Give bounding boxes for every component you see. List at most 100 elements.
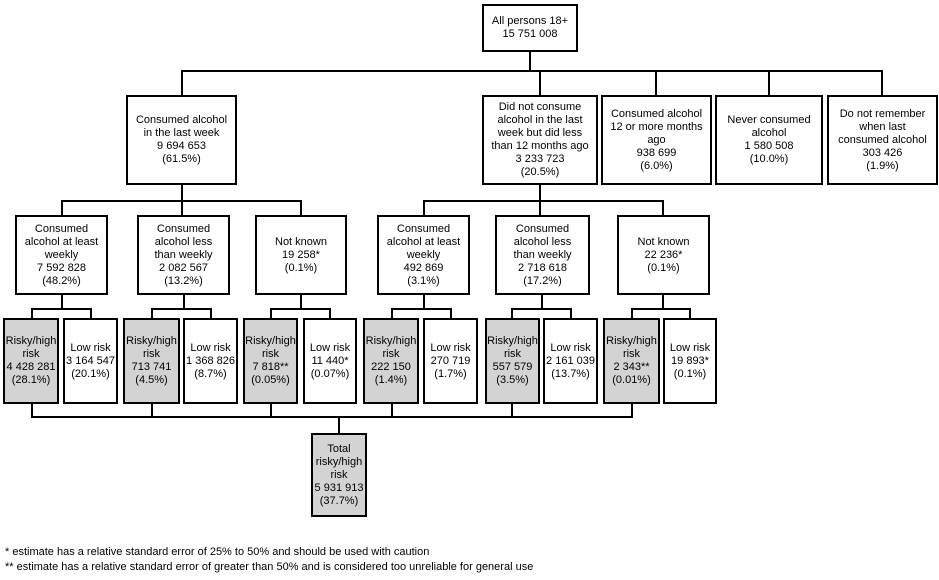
connector bbox=[329, 308, 331, 318]
node-value: 1 368 826 bbox=[186, 354, 235, 367]
node-less-than-weekly-a: Consumed alcohol less than weekly 2 082 … bbox=[137, 215, 230, 295]
connector bbox=[31, 416, 633, 418]
connector bbox=[631, 404, 633, 416]
connector bbox=[391, 308, 393, 318]
node-percent: (17.2%) bbox=[523, 274, 562, 287]
node-percent: (0.1%) bbox=[647, 261, 680, 274]
node-percent: (6.0%) bbox=[640, 159, 673, 172]
connector bbox=[183, 295, 185, 308]
node-value: 2 718 618 bbox=[518, 261, 567, 274]
node-low-risk-1: Low risk 3 164 547 (20.1%) bbox=[63, 318, 118, 404]
connector bbox=[151, 404, 153, 416]
node-percent: (0.07%) bbox=[310, 367, 350, 380]
node-value: 9 694 653 bbox=[157, 140, 206, 152]
connector bbox=[31, 404, 33, 416]
connector bbox=[61, 200, 63, 215]
node-value: 3 164 547 bbox=[66, 354, 115, 367]
node-value: 19 893* bbox=[671, 354, 709, 367]
node-value: 5 931 913 bbox=[314, 481, 364, 494]
connector bbox=[391, 308, 452, 310]
connector bbox=[31, 308, 33, 318]
node-label: Low risk bbox=[430, 341, 471, 354]
node-percent: (0.05%) bbox=[251, 374, 290, 386]
connector bbox=[655, 70, 657, 95]
node-low-risk-3: Low risk 11 440* (0.07%) bbox=[303, 318, 357, 404]
node-risky-4: Risky/high risk 222 150 (1.4%) bbox=[363, 318, 419, 404]
node-at-least-weekly-a: Consumed alcohol at least weekly 7 592 8… bbox=[15, 215, 108, 295]
connector bbox=[881, 70, 883, 95]
connector bbox=[181, 70, 183, 95]
node-percent: (0.01%) bbox=[612, 374, 651, 386]
node-risky-2: Risky/high risk 713 741 (4.5%) bbox=[123, 318, 180, 404]
node-value: 15 751 008 bbox=[502, 28, 558, 40]
connector bbox=[511, 308, 572, 310]
node-label: Risky/high risk bbox=[245, 335, 296, 360]
footnote-single-asterisk: * estimate has a relative standard error… bbox=[5, 546, 430, 558]
node-label: Did not consume alcohol in the last week… bbox=[491, 101, 589, 152]
node-percent: (61.5%) bbox=[162, 153, 201, 165]
node-percent: (37.7%) bbox=[319, 494, 359, 507]
node-label: Consumed alcohol at least weekly bbox=[386, 222, 461, 261]
node-value: 3 233 723 bbox=[515, 153, 565, 165]
connector bbox=[689, 308, 691, 318]
node-value: 11 440* bbox=[311, 354, 349, 367]
connector bbox=[61, 295, 63, 308]
connector bbox=[61, 200, 302, 202]
node-percent: (10.0%) bbox=[749, 153, 789, 165]
node-percent: (20.5%) bbox=[520, 166, 560, 178]
node-not-last-week-under-12-months: Did not consume alcohol in the last week… bbox=[482, 95, 598, 185]
connector bbox=[768, 70, 770, 95]
node-value: 222 150 bbox=[371, 361, 411, 373]
node-label: Do not remember when last consumed alcoh… bbox=[838, 107, 927, 146]
node-consumed-last-week: Consumed alcohol in the last week 9 694 … bbox=[126, 95, 237, 185]
connector bbox=[511, 308, 513, 318]
connector bbox=[270, 308, 331, 310]
node-label: Not known bbox=[637, 235, 690, 248]
node-percent: (1.7%) bbox=[434, 367, 467, 380]
connector bbox=[631, 308, 691, 310]
connector bbox=[662, 200, 664, 215]
node-label: Risky/high risk bbox=[5, 335, 57, 360]
node-low-risk-2: Low risk 1 368 826 (8.7%) bbox=[183, 318, 238, 404]
connector bbox=[151, 308, 153, 318]
connector bbox=[300, 295, 302, 308]
node-not-known-b: Not known 22 236* (0.1%) bbox=[617, 215, 710, 295]
node-label: All persons 18+ bbox=[491, 15, 569, 27]
node-label: Consumed alcohol less than weekly bbox=[513, 222, 572, 261]
connector bbox=[631, 308, 633, 318]
node-percent: (0.1%) bbox=[284, 261, 318, 274]
node-percent: (13.2%) bbox=[164, 274, 203, 287]
connector bbox=[151, 308, 212, 310]
connector bbox=[181, 70, 883, 72]
node-percent: (3.1%) bbox=[407, 274, 440, 287]
node-value: 2 161 039 bbox=[546, 354, 595, 367]
node-all-persons: All persons 18+ 15 751 008 bbox=[482, 4, 578, 52]
node-percent: (4.5%) bbox=[135, 374, 168, 386]
node-value: 713 741 bbox=[131, 361, 172, 373]
connector bbox=[31, 308, 92, 310]
connector bbox=[662, 295, 664, 308]
node-value: 492 869 bbox=[403, 261, 444, 274]
node-never-consumed: Never consumed alcohol 1 580 508 (10.0%) bbox=[715, 95, 823, 185]
node-value: 938 699 bbox=[636, 146, 677, 159]
node-12-or-more-months-ago: Consumed alcohol 12 or more months ago 9… bbox=[601, 95, 712, 185]
connector bbox=[90, 308, 92, 318]
node-value: 303 426 bbox=[862, 146, 903, 159]
node-label: Never consumed alcohol bbox=[727, 114, 811, 139]
node-label: Low risk bbox=[309, 341, 351, 354]
node-label: Low risk bbox=[669, 341, 711, 354]
node-less-than-weekly-b: Consumed alcohol less than weekly 2 718 … bbox=[495, 215, 590, 295]
connector bbox=[270, 404, 272, 416]
connector bbox=[450, 308, 452, 318]
node-value: 557 579 bbox=[492, 361, 533, 373]
node-value: 2 343** bbox=[613, 361, 650, 373]
connector bbox=[423, 200, 425, 215]
node-percent: (28.1%) bbox=[11, 374, 51, 386]
connector bbox=[511, 404, 513, 416]
node-label: Risky/high risk bbox=[606, 335, 657, 360]
node-label: Low risk bbox=[70, 341, 111, 354]
node-low-risk-4: Low risk 270 719 (1.7%) bbox=[423, 318, 478, 404]
node-value: 270 719 bbox=[430, 354, 471, 367]
node-percent: (20.1%) bbox=[71, 367, 110, 380]
node-value: 2 082 567 bbox=[159, 261, 208, 274]
